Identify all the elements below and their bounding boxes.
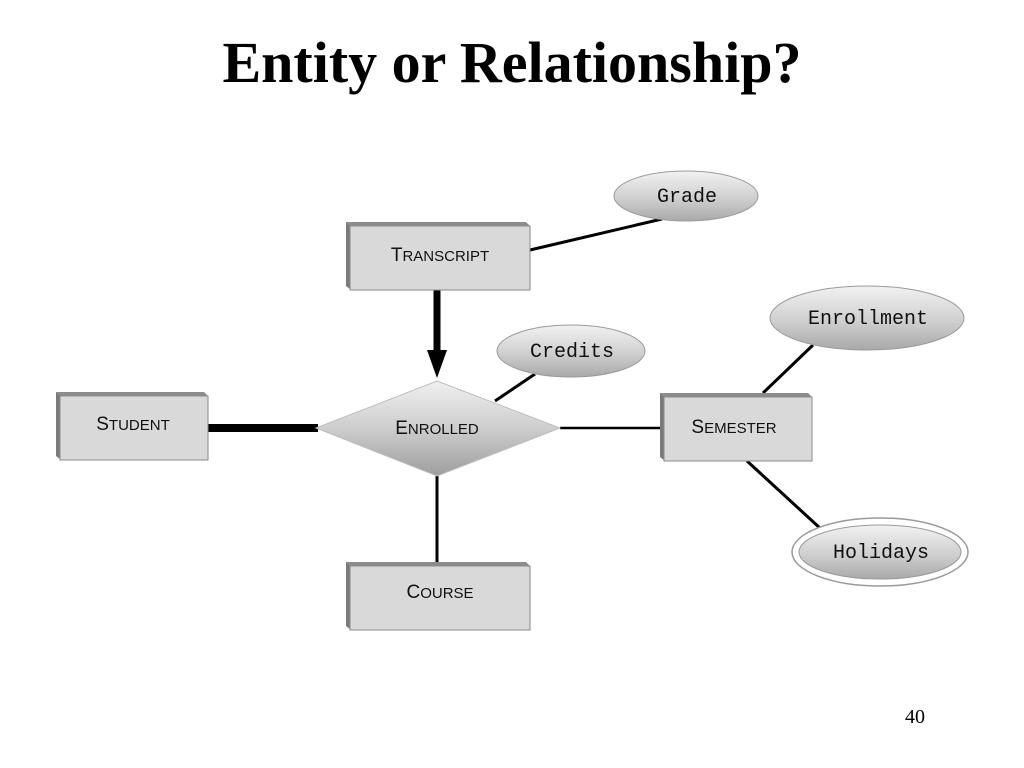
- entity-label-transcript: TRANSCRIPT: [391, 245, 489, 266]
- attribute-label-holidays: Holidays: [833, 542, 929, 565]
- entity-semester[interactable]: SEMESTER: [660, 393, 813, 462]
- entity-label-semester: SEMESTER: [691, 417, 776, 438]
- attribute-label-enrollment: Enrollment: [808, 308, 928, 331]
- attribute-credits[interactable]: Credits: [496, 324, 646, 378]
- attribute-enrollment[interactable]: Enrollment: [769, 285, 965, 351]
- attribute-label-credits: Credits: [530, 341, 614, 364]
- attribute-holidays[interactable]: Holidays: [791, 517, 969, 587]
- relationship-enrolled[interactable]: ENROLLED: [314, 380, 562, 477]
- connector-semester-enrollment: [761, 343, 815, 395]
- arrow-transcript-enrolled: [427, 290, 447, 378]
- connector-transcript-grade: [529, 217, 663, 252]
- attribute-label-grade: Grade: [657, 186, 717, 209]
- entity-transcript[interactable]: TRANSCRIPT: [346, 222, 531, 291]
- entity-label-student: STUDENT: [96, 414, 170, 435]
- entity-course[interactable]: COURSE: [346, 562, 531, 631]
- page-number: 40: [905, 706, 925, 728]
- connector-enrolled-credits: [494, 372, 536, 403]
- attribute-grade[interactable]: Grade: [613, 170, 759, 222]
- slide-title: Entity or Relationship?: [222, 30, 802, 95]
- entity-student[interactable]: STUDENT: [56, 392, 209, 461]
- connector-semester-holidays: [745, 459, 823, 531]
- relationship-label-enrolled: ENROLLED: [395, 418, 479, 439]
- entity-label-course: COURSE: [406, 582, 473, 603]
